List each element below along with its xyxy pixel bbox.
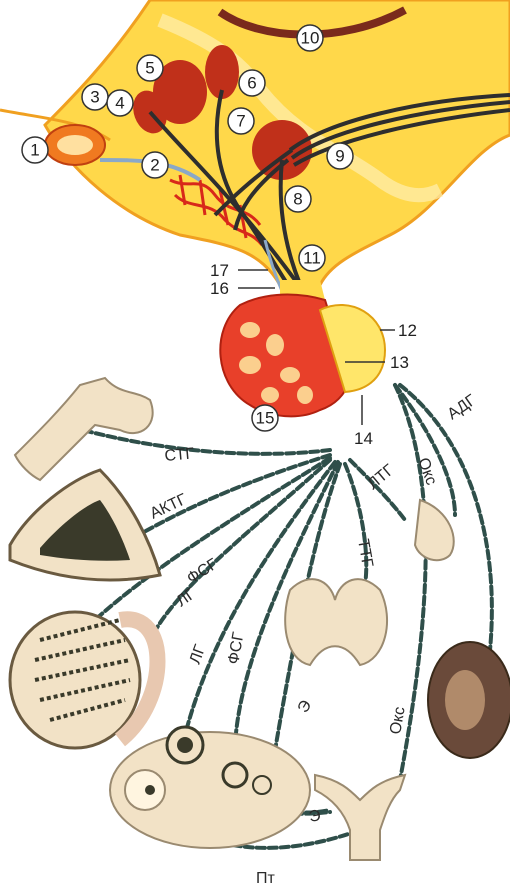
marker-17: 17 bbox=[210, 261, 229, 280]
svg-text:2: 2 bbox=[150, 156, 159, 175]
label-stg: СТГ bbox=[164, 445, 195, 465]
svg-text:1: 1 bbox=[30, 141, 39, 160]
testis bbox=[10, 612, 158, 748]
svg-text:6: 6 bbox=[247, 74, 256, 93]
label-fsg-mid: ФСГ bbox=[225, 631, 247, 666]
svg-text:10: 10 bbox=[301, 29, 320, 48]
marker-12: 12 bbox=[398, 321, 417, 340]
label-e-upper: Э bbox=[295, 698, 315, 716]
label-ltg: ЛТГ bbox=[365, 461, 398, 493]
label-lg-left: ЛГ bbox=[174, 585, 200, 610]
label-ttg: ТТГ bbox=[354, 538, 376, 569]
ovary bbox=[110, 727, 310, 848]
kidney bbox=[428, 642, 510, 758]
uterus bbox=[315, 775, 405, 860]
bone bbox=[15, 378, 153, 480]
label-pt: Пт bbox=[256, 870, 276, 887]
adrenal-gland bbox=[10, 470, 160, 580]
marker-16: 16 bbox=[210, 279, 229, 298]
svg-text:4: 4 bbox=[115, 94, 124, 113]
label-oks-top: Окс bbox=[414, 456, 439, 488]
svg-text:15: 15 bbox=[256, 409, 275, 428]
label-adg: АДГ bbox=[445, 392, 480, 424]
pituitary-gland bbox=[220, 295, 385, 417]
label-oks-bottom: Окс bbox=[387, 706, 409, 736]
thyroid bbox=[285, 579, 387, 665]
marker-13: 13 bbox=[390, 353, 409, 372]
svg-text:5: 5 bbox=[145, 59, 154, 78]
svg-text:3: 3 bbox=[90, 88, 99, 107]
label-lg-mid: ЛГ bbox=[187, 642, 210, 666]
svg-text:7: 7 bbox=[236, 112, 245, 131]
mammary bbox=[415, 500, 454, 560]
svg-text:9: 9 bbox=[335, 147, 344, 166]
svg-text:11: 11 bbox=[303, 249, 321, 268]
marker-14: 14 bbox=[354, 429, 373, 448]
svg-text:8: 8 bbox=[293, 190, 302, 209]
